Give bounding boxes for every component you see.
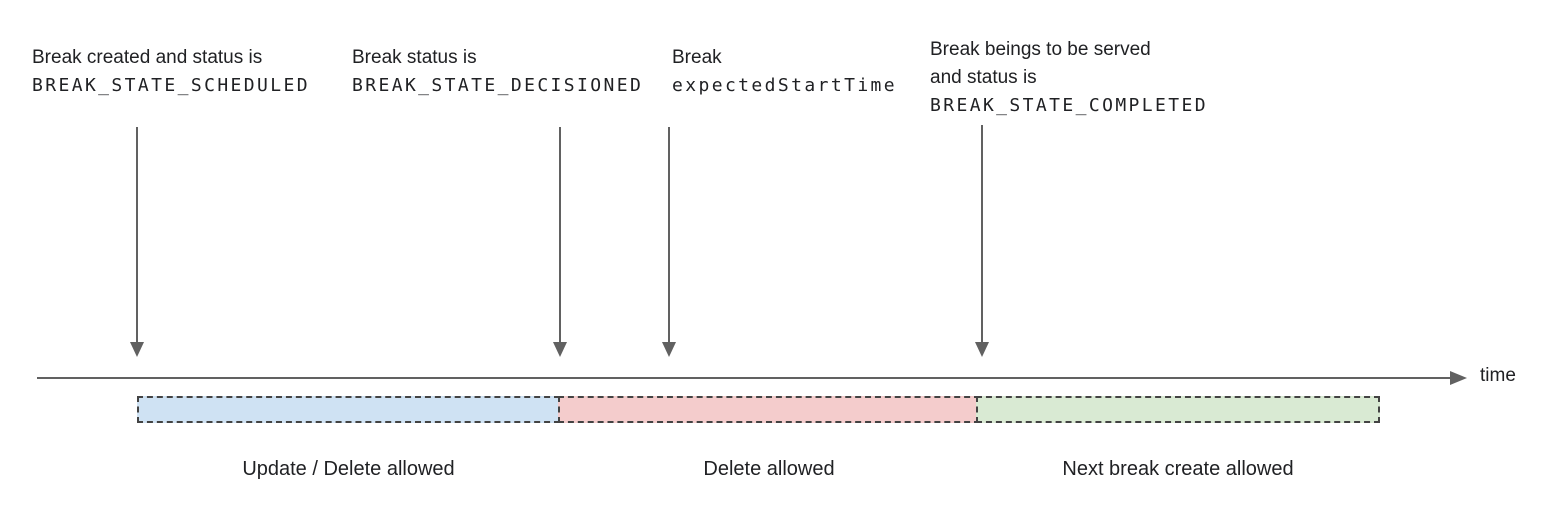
- event-arrow-completed: [981, 125, 983, 343]
- event-arrow-scheduled: [136, 127, 138, 343]
- time-axis-arrowhead-icon: [1450, 371, 1467, 385]
- segment-label-delete-only: Delete allowed: [703, 458, 835, 480]
- event-arrow-expected-start-head-icon: [662, 342, 676, 357]
- event-arrow-expected-start: [668, 127, 670, 343]
- event-arrow-decisioned: [559, 127, 561, 343]
- segment-delete-only: [558, 396, 980, 423]
- annotation-expected-start-text: Break: [672, 47, 722, 68]
- annotation-decisioned-code: BREAK_STATE_DECISIONED: [352, 75, 644, 96]
- segment-label-next-create: Next break create allowed: [1062, 458, 1294, 480]
- event-arrow-scheduled-head-icon: [130, 342, 144, 357]
- annotation-decisioned: Break status is BREAK_STATE_DECISIONED: [352, 44, 643, 100]
- segment-update-delete: [137, 396, 560, 423]
- event-arrow-completed-head-icon: [975, 342, 989, 357]
- event-arrow-decisioned-head-icon: [553, 342, 567, 357]
- segment-next-create: [976, 396, 1380, 423]
- annotation-completed-text-2: and status is: [930, 67, 1037, 88]
- annotation-scheduled-code: BREAK_STATE_SCHEDULED: [32, 75, 310, 96]
- annotation-completed: Break beings to be served and status is …: [930, 36, 1208, 120]
- annotation-expected-start-code: expectedStartTime: [672, 75, 898, 96]
- annotation-decisioned-text: Break status is: [352, 47, 477, 68]
- annotation-scheduled-text: Break created and status is: [32, 47, 263, 68]
- annotation-expected-start: Break expectedStartTime: [672, 44, 897, 100]
- annotation-completed-text-1: Break beings to be served: [930, 39, 1151, 60]
- time-axis: [37, 377, 1452, 379]
- annotation-completed-code: BREAK_STATE_COMPLETED: [930, 95, 1208, 116]
- segment-label-update-delete: Update / Delete allowed: [242, 458, 455, 480]
- time-axis-label: time: [1480, 365, 1516, 386]
- annotation-scheduled: Break created and status is BREAK_STATE_…: [32, 44, 310, 100]
